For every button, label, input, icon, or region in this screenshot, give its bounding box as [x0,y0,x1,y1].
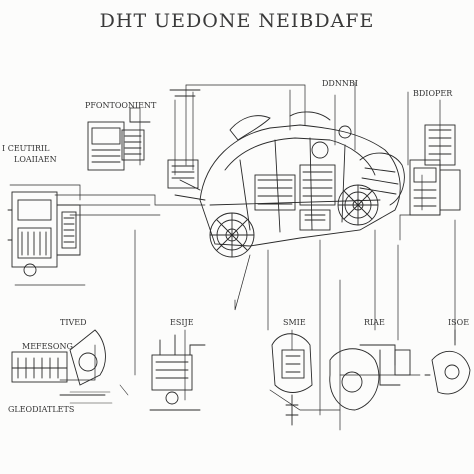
label-bottom-left-upper: MEFESONG [22,342,73,351]
wheel-front [337,184,379,226]
label-bottom-4: RIAE [364,318,385,327]
label-top-left-box: PFONTOONIENT [85,101,157,110]
label-bottom-1: TIVED [60,318,87,327]
control-module-upper [87,107,151,171]
label-top-center: DDNNBI [322,79,358,88]
vehicle-assembly [174,111,405,247]
label-bottom-3: SMIE [283,318,306,327]
label-bottom-2: ESIJE [170,318,194,327]
label-bottom-5: ISOE [448,318,470,327]
label-bottom-left-lower: GLEODIATLETS [8,405,75,414]
wheel-rear [209,212,255,258]
engine-block-left [7,191,81,277]
label-leader-marks [69,384,129,404]
connector-lines [9,81,456,431]
label-top-right: BDIOPER [413,89,453,98]
upper-center-hardware [167,89,352,231]
label-left-upper: I CEUTIRIL [2,144,50,153]
control-module-right [409,124,461,216]
label-left-lower: LOAIIAEN [14,155,57,164]
diagram-title: DHT UEDONE NEIBDAFE [99,10,375,32]
bottom-component-row [11,329,471,426]
